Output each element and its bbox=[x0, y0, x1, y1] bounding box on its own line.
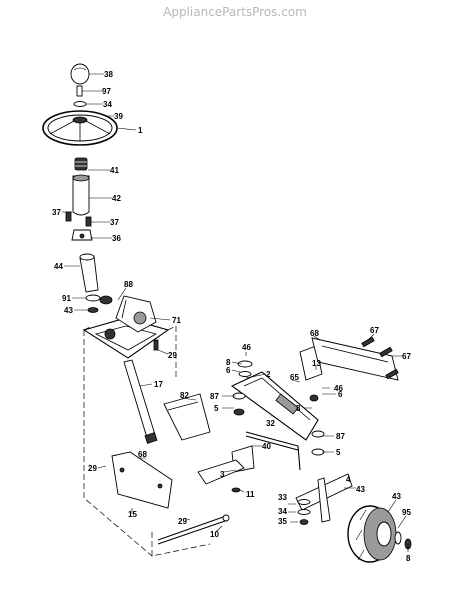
spacers-right bbox=[311, 430, 325, 456]
label-15: 15 bbox=[128, 510, 137, 519]
label-36: 36 bbox=[112, 234, 121, 243]
spacers-left bbox=[232, 360, 253, 416]
label-39: 39 bbox=[114, 112, 123, 121]
label-37-left: 37 bbox=[52, 208, 61, 217]
label-13: 13 bbox=[312, 359, 321, 368]
label-41: 41 bbox=[110, 166, 119, 175]
pinion-gear bbox=[99, 295, 113, 305]
bolts-67 bbox=[361, 336, 399, 380]
washer-11 bbox=[231, 487, 241, 493]
label-5-right: 5 bbox=[336, 448, 341, 457]
label-91: 91 bbox=[62, 294, 71, 303]
label-38: 38 bbox=[104, 70, 113, 79]
label-29-top: 29 bbox=[168, 351, 177, 360]
label-87-left: 87 bbox=[210, 392, 219, 401]
label-10: 10 bbox=[210, 530, 219, 539]
label-88: 88 bbox=[124, 280, 133, 289]
steering-shaft-lower bbox=[123, 359, 158, 444]
label-44: 44 bbox=[54, 262, 63, 271]
label-8-left: 8 bbox=[226, 358, 231, 367]
label-29-bottom: 29 bbox=[178, 517, 187, 526]
label-17: 17 bbox=[154, 380, 163, 389]
label-68-right: 68 bbox=[310, 329, 319, 338]
label-29-left: 29 bbox=[88, 464, 97, 473]
label-33: 33 bbox=[278, 493, 287, 502]
nut-43 bbox=[87, 307, 99, 313]
label-5-left: 5 bbox=[214, 404, 219, 413]
steering-arm-3 bbox=[197, 459, 245, 485]
drag-link-10 bbox=[157, 514, 230, 545]
label-43-right: 43 bbox=[356, 485, 365, 494]
axle-support-68 bbox=[311, 337, 399, 381]
label-1: 1 bbox=[138, 126, 143, 135]
label-35: 35 bbox=[278, 517, 287, 526]
washers-lower bbox=[297, 499, 311, 525]
label-2: 2 bbox=[266, 370, 271, 379]
label-42: 42 bbox=[112, 194, 121, 203]
label-46-left: 46 bbox=[242, 343, 251, 352]
steering-sector bbox=[115, 295, 157, 333]
label-6-right: 6 bbox=[338, 390, 343, 399]
label-87-right: 87 bbox=[336, 432, 345, 441]
watermark: AppliancePartsPros.com bbox=[163, 5, 307, 19]
label-43-wheel: 43 bbox=[392, 492, 401, 501]
label-67-right: 67 bbox=[402, 352, 411, 361]
label-34: 34 bbox=[103, 100, 112, 109]
front-axle bbox=[230, 371, 319, 441]
washer-34 bbox=[73, 101, 87, 107]
knob-screw bbox=[76, 85, 83, 97]
label-46-right: 46 bbox=[334, 384, 343, 393]
label-95: 95 bbox=[402, 508, 411, 517]
steering-adapter bbox=[74, 157, 88, 171]
bolt-29 bbox=[153, 339, 159, 351]
frame-outline bbox=[83, 325, 211, 557]
label-71: 71 bbox=[172, 316, 181, 325]
label-82: 82 bbox=[180, 391, 189, 400]
label-11: 11 bbox=[246, 490, 255, 499]
wheel-hardware bbox=[394, 531, 412, 550]
label-65: 65 bbox=[290, 373, 299, 382]
axle-support-82 bbox=[163, 393, 211, 441]
label-34-lower: 34 bbox=[278, 507, 287, 516]
steering-shaft-upper bbox=[79, 253, 99, 293]
drag-link bbox=[245, 431, 301, 471]
bushing-91 bbox=[85, 294, 101, 302]
label-40: 40 bbox=[262, 442, 271, 451]
steering-bellows bbox=[72, 174, 90, 216]
label-3: 3 bbox=[220, 470, 225, 479]
label-8-right: 8 bbox=[296, 404, 301, 413]
label-32: 32 bbox=[266, 419, 275, 428]
label-68-lower: 68 bbox=[138, 450, 147, 459]
label-6-left: 6 bbox=[226, 366, 231, 375]
steering-wheel bbox=[42, 110, 118, 146]
steering-knob bbox=[70, 63, 90, 85]
steering-support bbox=[71, 229, 93, 241]
leader-lines bbox=[62, 73, 409, 552]
label-67-top: 67 bbox=[370, 326, 379, 335]
label-4: 4 bbox=[346, 475, 351, 484]
label-97: 97 bbox=[102, 87, 111, 96]
front-wheel bbox=[347, 505, 397, 563]
label-43-top: 43 bbox=[64, 306, 73, 315]
label-8-wheel: 8 bbox=[406, 554, 411, 563]
bracket-68-lower bbox=[111, 451, 173, 509]
label-37-right: 37 bbox=[110, 218, 119, 227]
